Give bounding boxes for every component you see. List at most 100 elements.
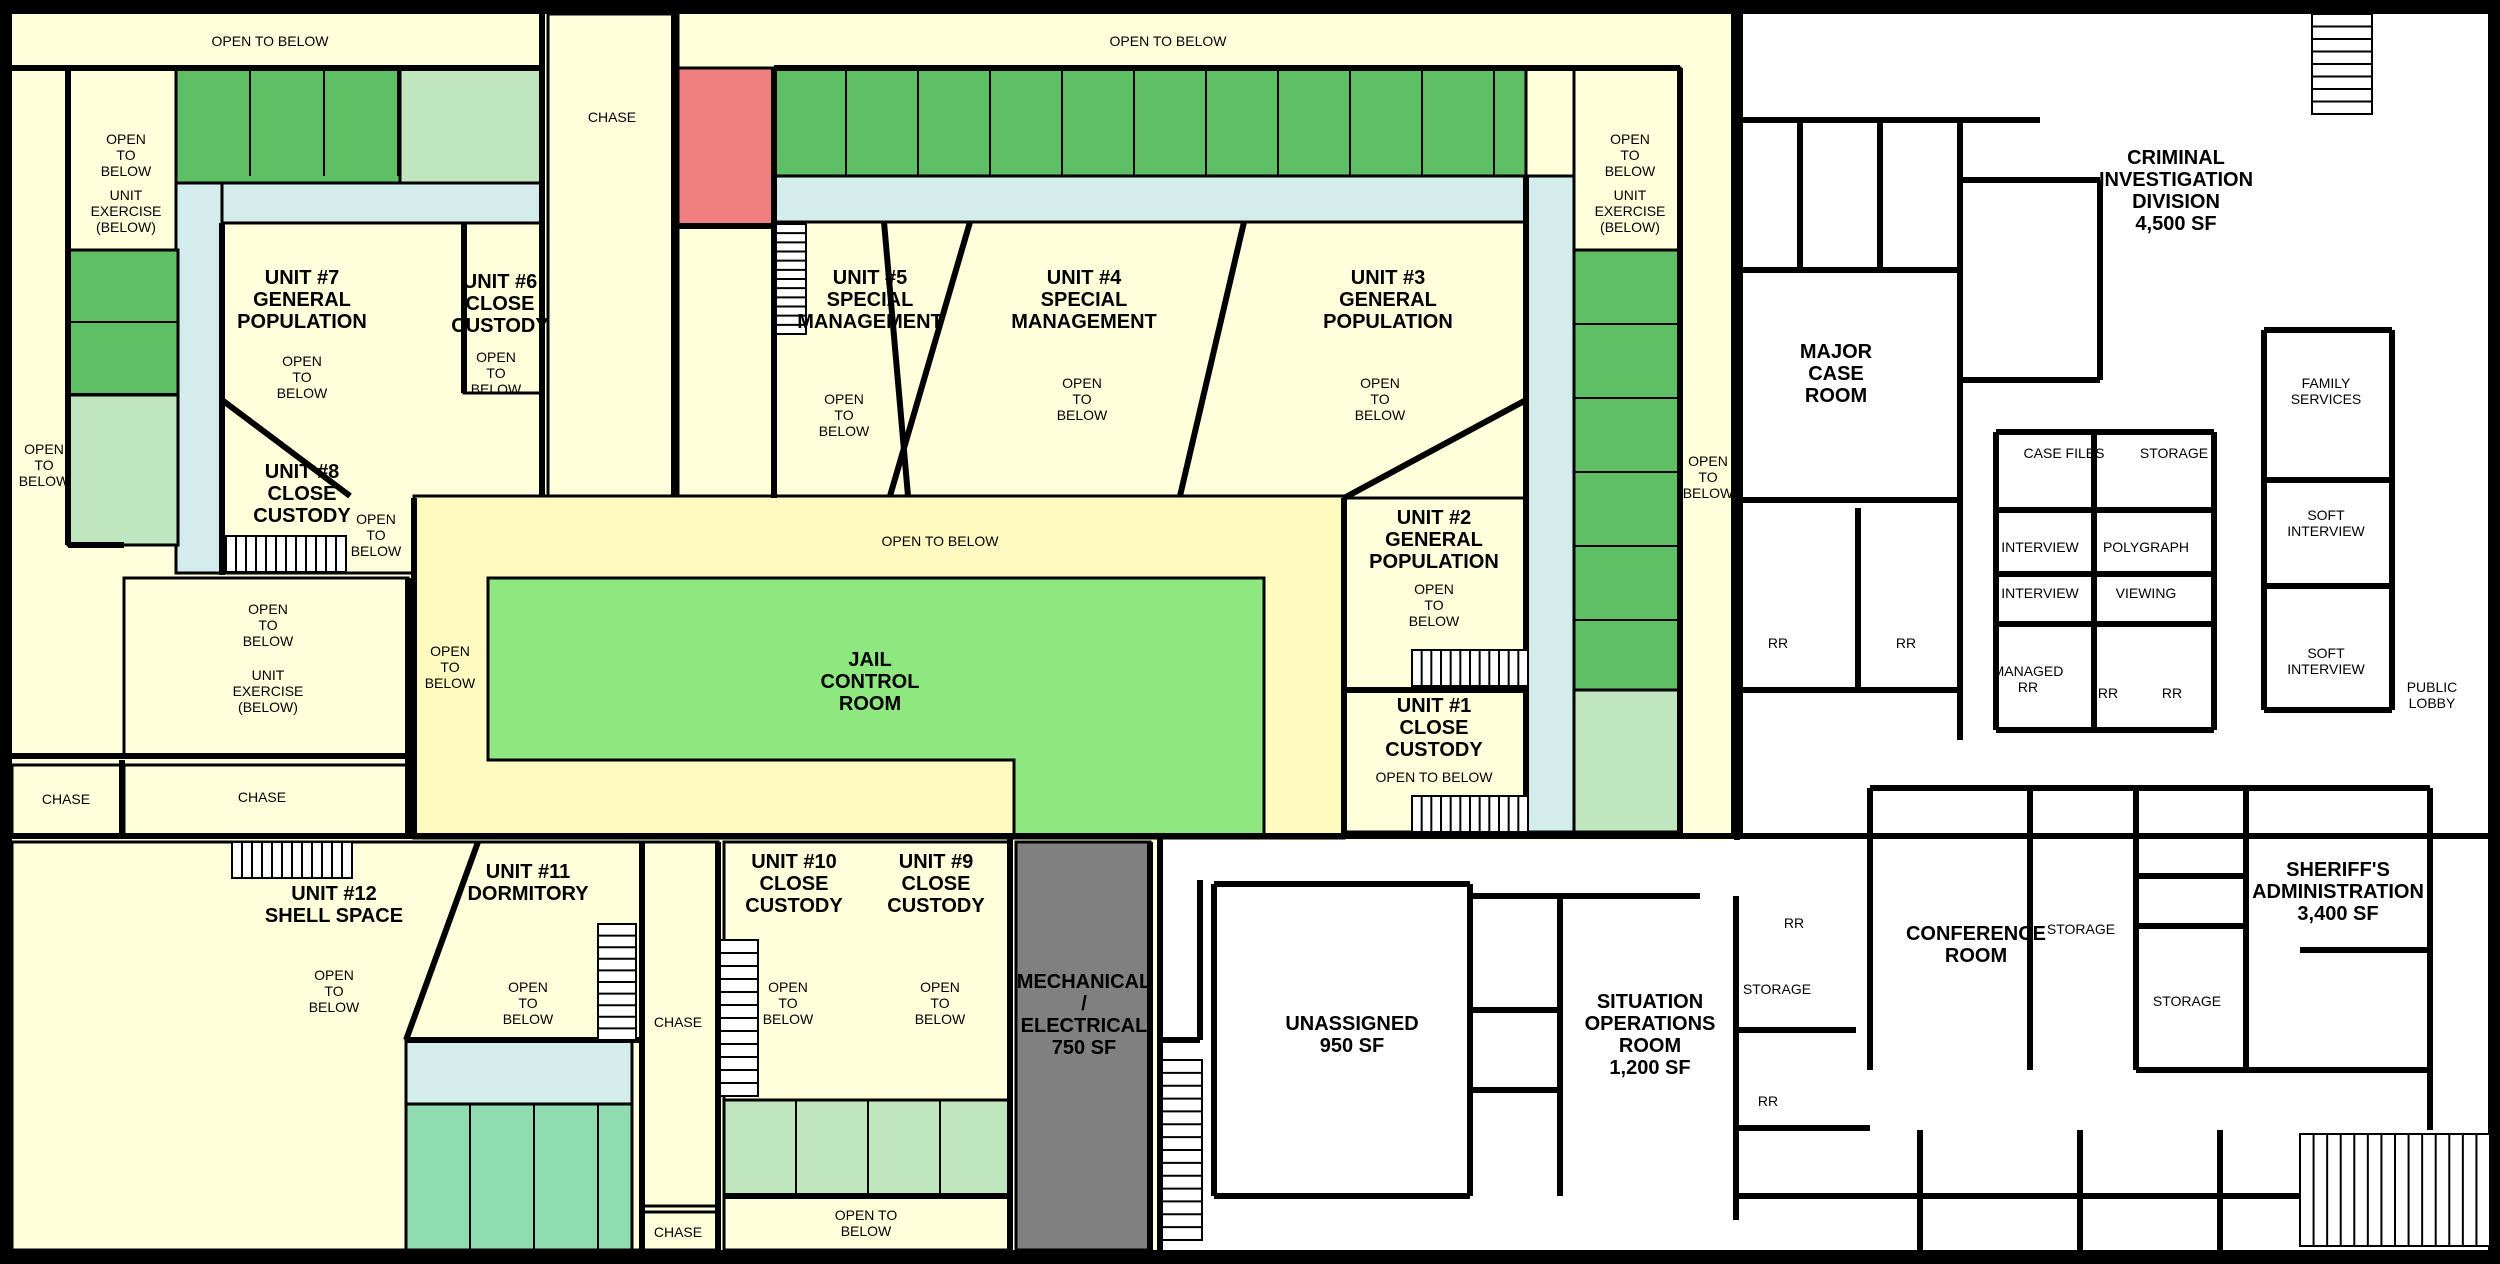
label-line: FAMILY <box>2302 375 2351 391</box>
chase-column <box>546 12 680 498</box>
label-line: UNIT #1 <box>1397 695 1471 717</box>
label-line: BELOW <box>471 381 522 397</box>
label-line: TO <box>34 457 53 473</box>
label-rr-4: RR <box>2162 685 2182 701</box>
label-line: SOFT <box>2307 507 2345 523</box>
label-line: DORMITORY <box>467 883 589 905</box>
label-line: CUSTODY <box>1385 739 1483 761</box>
label-interview-2: INTERVIEW <box>2001 585 2079 601</box>
label-line: MECHANICAL <box>1017 971 1151 993</box>
label-line: MANAGEMENT <box>797 311 943 333</box>
label-line: 750 SF <box>1052 1037 1116 1059</box>
label-line: LOBBY <box>2409 695 2456 711</box>
label-line: TO <box>258 617 277 633</box>
label-storage-2: STORAGE <box>2047 921 2115 937</box>
chase-left-2 <box>122 763 410 837</box>
label-line: TO <box>1072 391 1091 407</box>
restroom-east <box>1572 688 1682 834</box>
label-line: JAIL <box>848 649 891 671</box>
label-line: ADMINISTRATION <box>2252 881 2424 903</box>
label-chase-left-2: CHASE <box>238 789 286 805</box>
label-line: SPECIAL <box>827 289 914 311</box>
label-line: CLOSE <box>760 873 829 895</box>
label-line: TO <box>930 995 949 1011</box>
label-line: UNIT #6 <box>463 271 537 293</box>
label-line: OPEN <box>508 979 548 995</box>
label-line: RR <box>2018 679 2038 695</box>
label-chase-left-1: CHASE <box>42 791 90 807</box>
label-line: GENERAL <box>253 289 351 311</box>
label-line: OPEN <box>920 979 960 995</box>
label-line: OPEN <box>476 349 516 365</box>
label-line: BELOW <box>1605 163 1656 179</box>
wall-segment <box>403 840 481 1042</box>
cell-block-east <box>1572 248 1682 692</box>
label-line: BELOW <box>425 675 476 691</box>
wall-segment <box>1342 397 1528 501</box>
label-line: BELOW <box>841 1223 892 1239</box>
label-line: ELECTRICAL <box>1021 1015 1148 1037</box>
label-line: (BELOW) <box>238 699 298 715</box>
label-line: TO <box>486 365 505 381</box>
restroom-west <box>66 393 180 547</box>
label-line: OPEN <box>1062 375 1102 391</box>
restroom-unit7 <box>398 66 544 185</box>
label-line: SITUATION <box>1597 991 1703 1013</box>
label-line: 4,500 SF <box>2135 213 2216 235</box>
mechanical-room <box>1014 840 1152 1252</box>
label-line: CUSTODY <box>451 315 549 337</box>
label-line: TO <box>1698 469 1717 485</box>
label-viewing: VIEWING <box>2116 585 2177 601</box>
label-line: TO <box>518 995 537 1011</box>
cell-partitions <box>68 68 1680 1250</box>
label-line: OPEN <box>314 967 354 983</box>
label-line: CLOSE <box>1400 717 1469 739</box>
label-line: OPEN <box>24 441 64 457</box>
label-line: TO <box>1620 147 1639 163</box>
label-line: MAJOR <box>1800 341 1873 363</box>
label-line: UNIT <box>110 187 143 203</box>
corridor-unit7 <box>174 181 544 225</box>
label-line: EXERCISE <box>1595 203 1666 219</box>
chase-mid <box>640 840 720 1208</box>
label-line: BELOW <box>243 633 294 649</box>
label-open-to-below-top-center: OPEN TO BELOW <box>1110 33 1228 49</box>
label-line: UNIT #3 <box>1351 267 1425 289</box>
wall-segment <box>220 397 352 499</box>
label-line: TO <box>1424 597 1443 613</box>
label-line: UNASSIGNED <box>1285 1013 1418 1035</box>
unit-exercise-left-lower <box>122 576 410 758</box>
stair-red <box>676 66 776 228</box>
label-line: EXERCISE <box>91 203 162 219</box>
label-line: ROOM <box>1945 945 2007 967</box>
label-line: OPEN <box>430 643 470 659</box>
label-line: BELOW <box>915 1011 966 1027</box>
label-line: OPEN <box>768 979 808 995</box>
label-storage-3: STORAGE <box>1743 981 1811 997</box>
label-line: UNIT #10 <box>751 851 837 873</box>
label-line: BELOW <box>309 999 360 1015</box>
label-line: CUSTODY <box>253 505 351 527</box>
label-line: EXERCISE <box>233 683 304 699</box>
label-line: OPEN <box>824 391 864 407</box>
label-line: INTERVIEW <box>2287 523 2365 539</box>
label-line: INTERVIEW <box>2287 661 2365 677</box>
